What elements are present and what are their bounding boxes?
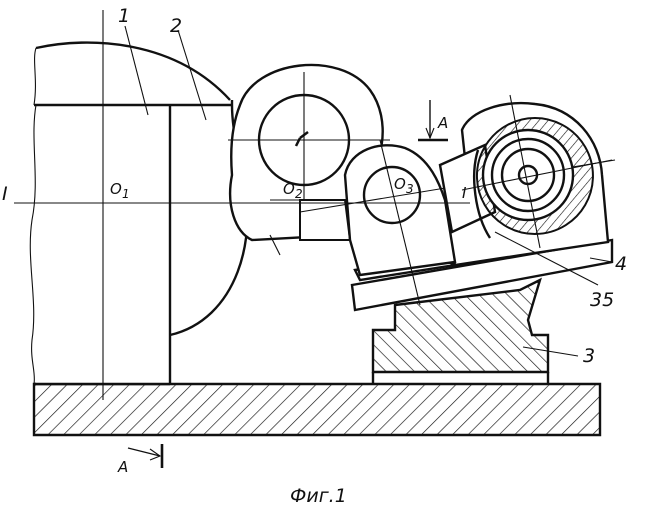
label-part-2: 2 bbox=[170, 15, 182, 37]
part-1-dome bbox=[34, 39, 232, 105]
center-o2-letter: O bbox=[283, 180, 295, 198]
section-label-top: A bbox=[437, 114, 448, 132]
section-mark-bottom: A bbox=[117, 444, 162, 476]
part-1-body bbox=[30, 105, 170, 384]
base-plate bbox=[34, 384, 600, 435]
label-part-1: 1 bbox=[118, 5, 130, 27]
label-part-4: 4 bbox=[615, 253, 627, 275]
section-label-bottom: A bbox=[117, 458, 128, 476]
section-mark-top: A bbox=[418, 100, 448, 140]
center-o1-letter: O bbox=[110, 180, 122, 198]
center-o2-sub: 2 bbox=[295, 187, 303, 201]
center-o3-letter: O bbox=[394, 175, 406, 193]
axis-label-right: I bbox=[462, 184, 467, 202]
center-o3-sub: 3 bbox=[406, 182, 414, 196]
center-o1-sub: 1 bbox=[122, 187, 130, 201]
label-part-3: 3 bbox=[583, 345, 595, 367]
axis-label-left: I bbox=[2, 183, 8, 205]
figure-caption: Фиг.1 bbox=[290, 485, 347, 507]
label-part-35: 35 bbox=[590, 289, 614, 311]
